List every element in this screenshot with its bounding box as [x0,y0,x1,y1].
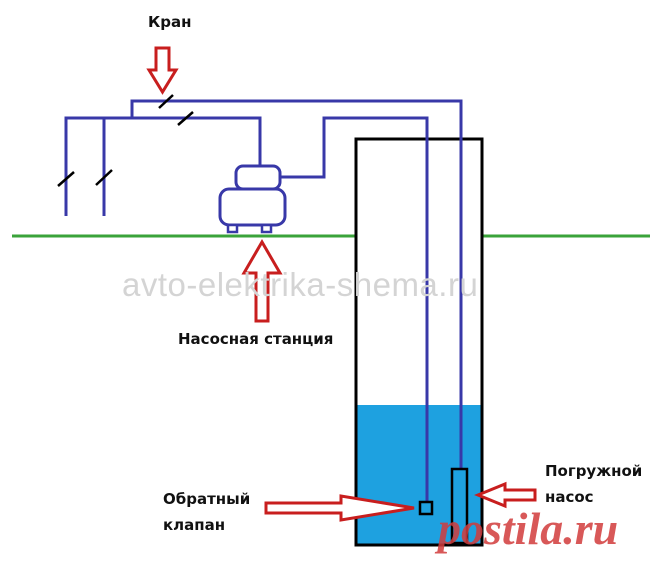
check-valve-arrow [264,494,415,522]
well-casing [354,137,484,547]
submersible-pump-label-line2: насос [545,488,594,506]
pump-station-arrow [241,239,283,323]
main-supply-pipe [130,99,463,475]
submersible-pump [450,467,469,545]
pump-station-tank [218,187,287,227]
valve-marks [57,94,194,187]
check-valve-label-line1: Обратный [163,490,251,508]
distribution-pipe [64,116,262,216]
check-valve-label-line2: клапан [163,516,226,534]
faucet-label: Кран [148,13,192,31]
valve-mark-left [57,171,75,187]
submersible-pump-arrow [474,481,537,509]
arrows [146,46,537,522]
faucet-arrow [146,46,179,95]
valve-mark-branch [95,169,113,186]
valve-mark-top [177,111,194,126]
suction-pipe [280,116,429,504]
submersible-pump-label-line1: Погружной [545,462,643,480]
faucet-valve-mark [158,94,174,109]
check-valve [418,500,434,516]
pump-station-foot-right [260,223,273,234]
pump-station [218,164,287,234]
pump-station-label: Насосная станция [178,330,334,348]
pipes [64,99,463,504]
pump-station-motor [234,164,282,191]
pump-station-foot-left [226,223,239,234]
brand-watermark: postila.ru [438,503,619,554]
site-watermark: avto-elektrika-shema.ru [122,266,479,303]
